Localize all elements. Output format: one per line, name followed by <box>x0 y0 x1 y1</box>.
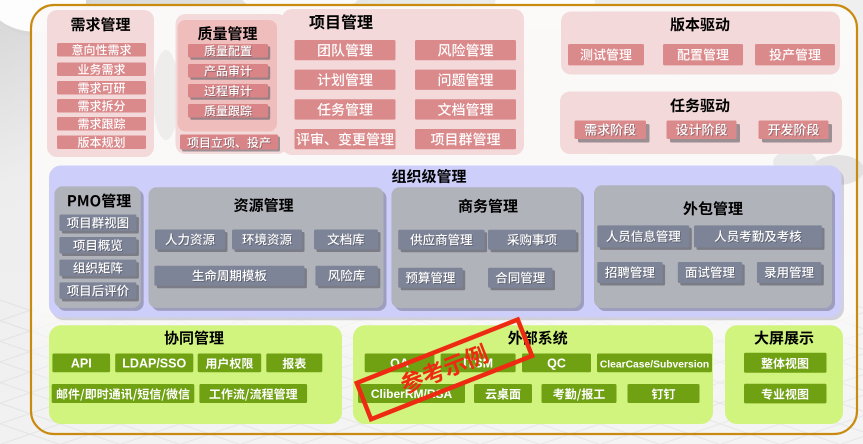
svg-text:ClearCase/Subversion: ClearCase/Subversion <box>600 359 709 370</box>
svg-text:LDAP/SSO: LDAP/SSO <box>122 356 186 370</box>
svg-text:QC: QC <box>547 356 566 370</box>
svg-text:API: API <box>71 356 92 370</box>
